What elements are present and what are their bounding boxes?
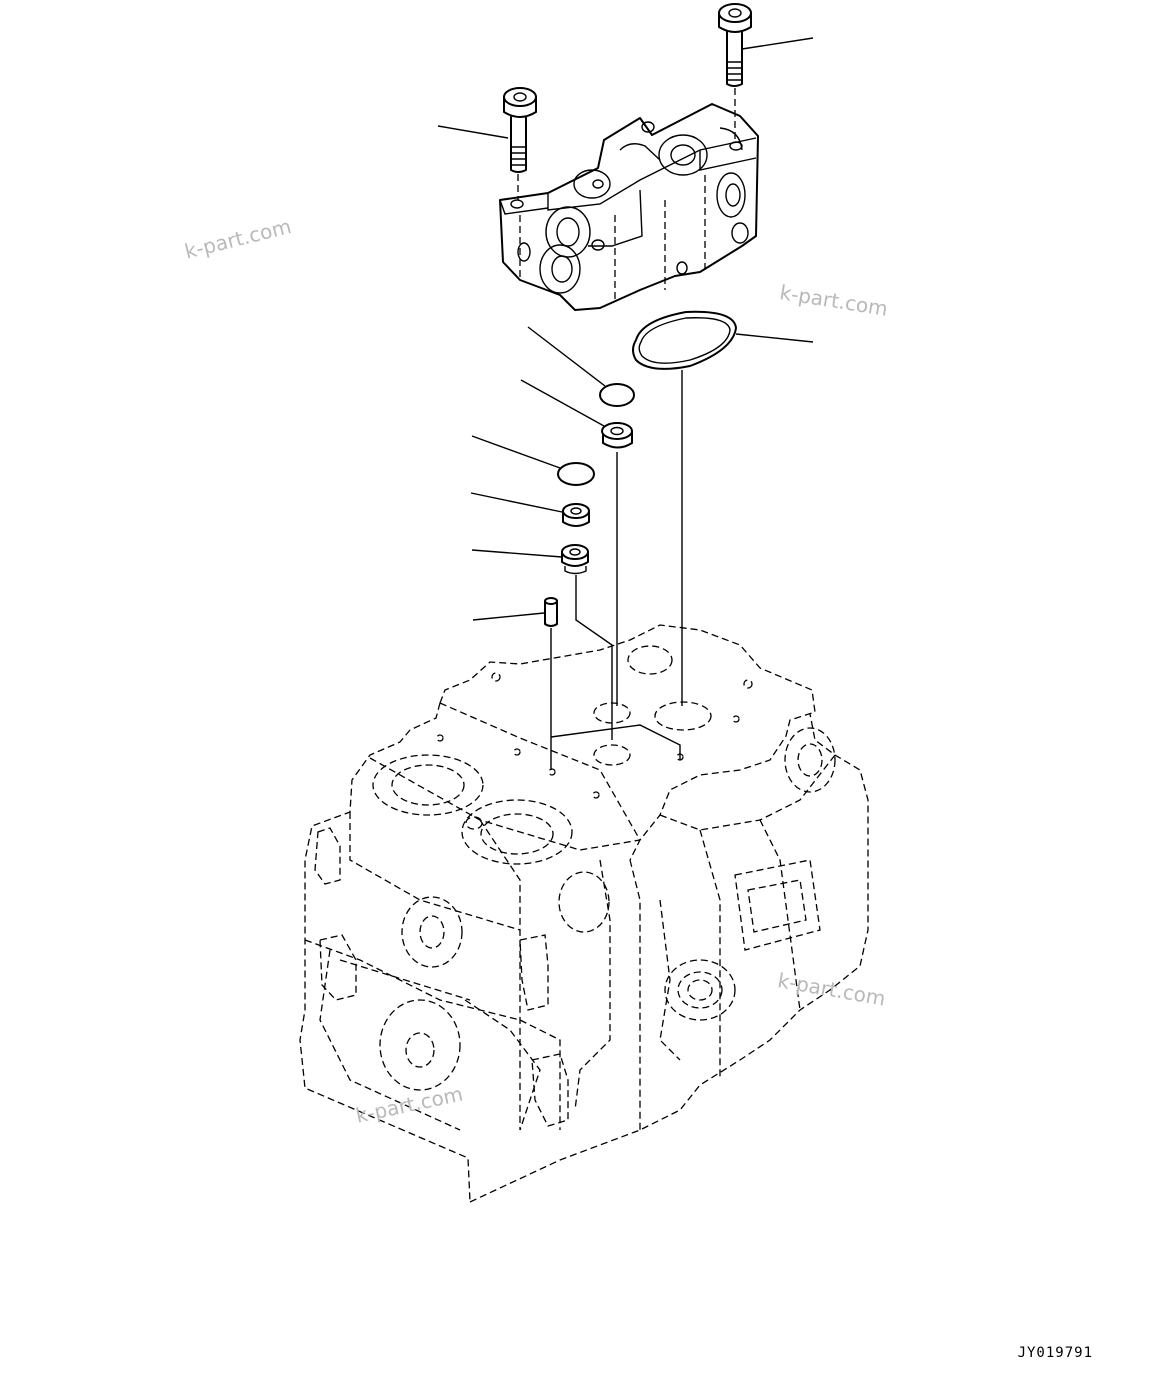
bolt-left bbox=[503, 87, 537, 200]
assembly-guide-lines bbox=[550, 370, 683, 770]
spacer-1 bbox=[601, 422, 633, 449]
valve-block bbox=[499, 103, 759, 311]
leader-lines bbox=[437, 37, 814, 621]
o-ring-small-1 bbox=[599, 383, 635, 407]
dowel-pin bbox=[544, 597, 558, 627]
bolt-right bbox=[718, 3, 752, 140]
o-ring-small-2 bbox=[557, 462, 595, 486]
o-ring-large bbox=[632, 310, 737, 370]
pump-case bbox=[299, 624, 869, 1203]
drawing-code: JY019791 bbox=[1017, 1345, 1093, 1361]
spacer-3 bbox=[561, 544, 589, 575]
spacer-2 bbox=[562, 503, 590, 527]
